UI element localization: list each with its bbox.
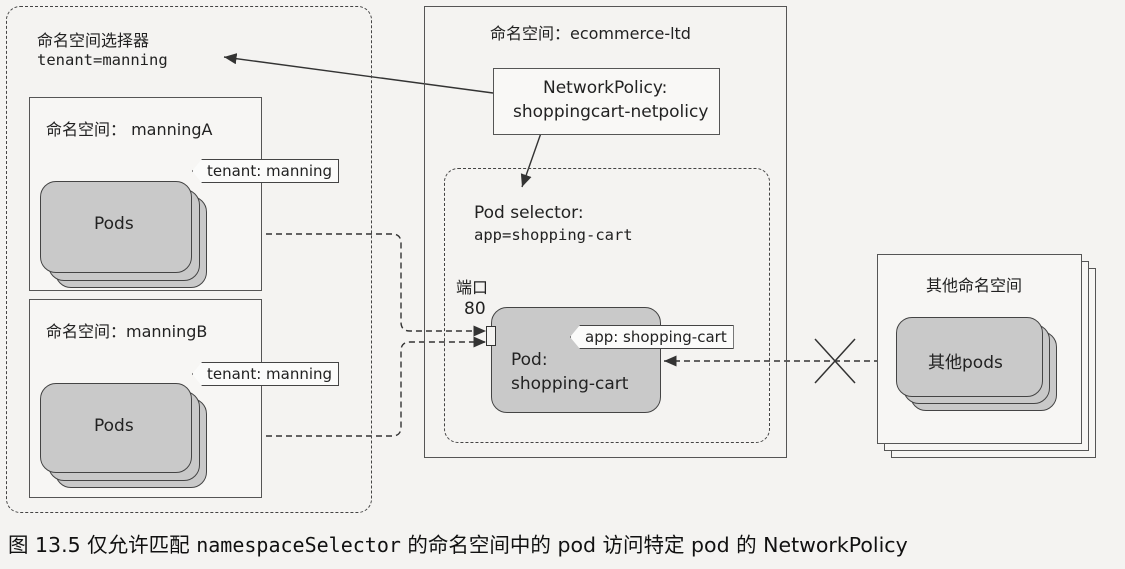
- other-namespace-title: 其他命名空间: [926, 276, 1023, 295]
- pod-selector-value: app=shopping-cart: [474, 226, 633, 244]
- tenant-tag-b: tenant: manning: [192, 362, 340, 386]
- pod-line1: Pod:: [511, 350, 548, 370]
- tenant-tag-a: tenant: manning: [192, 159, 340, 183]
- app-tag: app: shopping-cart: [570, 325, 734, 349]
- namespace-manningb-title: 命名空间：manningB: [46, 322, 208, 341]
- namespace-selector-title: 命名空间选择器: [37, 31, 150, 50]
- pods-a-traffic-line: [206, 233, 486, 337]
- port-80-icon: [486, 326, 496, 346]
- policy-to-ns-selector-arrow: [223, 53, 494, 94]
- namespace-selector-value: tenant=manning: [37, 51, 168, 69]
- port-value: 80: [464, 299, 486, 319]
- policy-to-pod-selector-arrow: [520, 132, 542, 188]
- namespace-ecommerce-box: [424, 6, 787, 458]
- shopping-cart-pod: [491, 307, 661, 413]
- networkpolicy-line2: shoppingcart-netpolicy: [513, 102, 709, 122]
- pod-selector-title: Pod selector:: [474, 203, 584, 223]
- namespace-ecommerce-title: 命名空间：ecommerce-ltd: [490, 24, 691, 43]
- namespace-manninga-title: 命名空间： manningA: [46, 120, 213, 139]
- pod-line2: shopping-cart: [511, 374, 629, 394]
- caption-suffix: 的命名空间中的 pod 访问特定 pod 的 NetworkPolicy: [400, 533, 908, 557]
- port-label: 端口: [456, 278, 489, 297]
- pod-selector-group: [444, 168, 770, 443]
- pods-b-label: Pods: [94, 416, 134, 436]
- networkpolicy-box: [493, 68, 720, 135]
- pods-a-card: [40, 181, 192, 273]
- namespace-selector-group: [6, 6, 372, 513]
- caption-code: namespaceSelector: [196, 533, 401, 557]
- other-pods-card: [896, 317, 1043, 397]
- pods-b-card: [40, 383, 192, 473]
- caption-prefix: 图 13.5 仅允许匹配: [8, 533, 197, 557]
- pods-a-label: Pods: [94, 214, 134, 234]
- figure-caption: 图 13.5 仅允许匹配 namespaceSelector 的命名空间中的 p…: [8, 528, 908, 558]
- networkpolicy-line1: NetworkPolicy:: [543, 78, 668, 98]
- other-pods-label: 其他pods: [928, 353, 1003, 373]
